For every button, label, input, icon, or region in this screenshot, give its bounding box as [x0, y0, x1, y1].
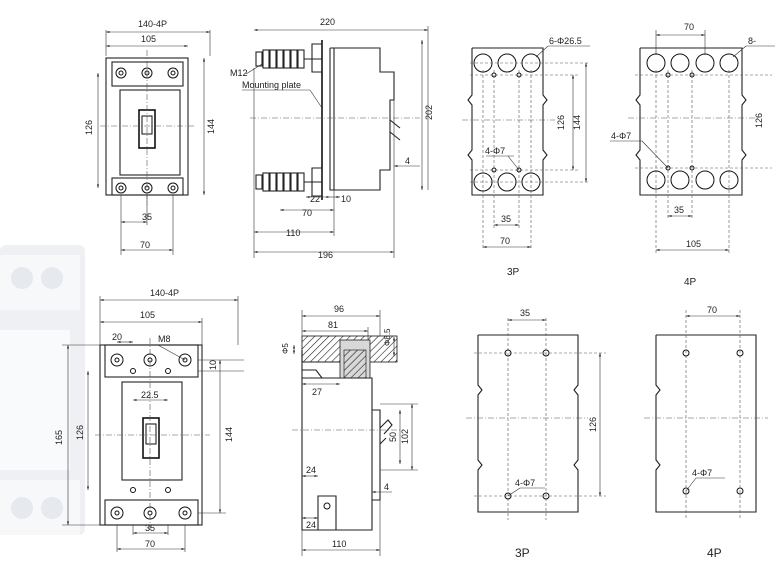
bottom-side-dim-81: 81: [328, 320, 338, 330]
top-front-width-poles: 105: [141, 34, 156, 44]
bottom-front-height-165: 165: [54, 430, 64, 445]
bottom-4p-width-70: 70: [707, 305, 717, 315]
top-4p-width-105: 105: [686, 239, 701, 249]
top-side-total-length: 220: [320, 17, 335, 27]
bottom-front-height-126: 126: [75, 425, 85, 440]
top-drill-4p: [610, 30, 775, 255]
top-side-dim-196: 196: [318, 250, 333, 260]
top-side-dim-110: 110: [286, 228, 300, 238]
bottom-front-height-144: 144: [224, 427, 234, 442]
top-4p-spacing-35: 35: [674, 205, 684, 215]
bottom-side-dim-110: 110: [332, 539, 346, 549]
bottom-front-width-70: 70: [145, 539, 155, 549]
top-4p-holes-top: 8-: [748, 36, 756, 46]
bottom-front-width-poles: 105: [140, 310, 155, 320]
bottom-front-width-total: 140-4P: [150, 288, 179, 298]
bottom-3p-caption: 3P: [515, 546, 530, 560]
top-3p-width-70: 70: [500, 236, 510, 246]
top-3p-holes-top: 6-Φ26.5: [549, 36, 582, 46]
top-4p-holes-mid: 4-Φ7: [611, 131, 631, 141]
bottom-front-thread: M8: [158, 334, 171, 344]
bottom-4p-caption: 4P: [707, 546, 722, 560]
top-side-dim-10: 10: [341, 194, 351, 204]
bottom-front-view: [62, 296, 244, 552]
bottom-side-dim-4: 4: [384, 482, 389, 492]
bottom-side-dia-8-5: Φ8.5: [383, 328, 392, 346]
bottom-side-dim-27: 27: [312, 387, 322, 397]
top-3p-height-144: 144: [572, 115, 582, 130]
top-3p-spacing-35: 35: [501, 214, 511, 224]
bottom-3p-spacing-35: 35: [520, 308, 530, 318]
bottom-side-dim-102: 102: [400, 429, 410, 444]
bottom-front-dim-20: 20: [112, 332, 122, 342]
top-3p-holes-mid: 4-Φ7: [485, 146, 505, 156]
bottom-3p-holes: 4-Φ7: [515, 478, 535, 488]
bottom-side-dim-24a: 24: [306, 465, 316, 475]
top-side-rail-offset: 4: [405, 156, 410, 166]
bottom-side-dim-24b: 24: [306, 520, 316, 530]
top-4p-height-126: 126: [754, 113, 764, 128]
top-front-height-mount: 126: [84, 120, 94, 135]
top-front-height-total: 144: [206, 119, 216, 134]
top-side-bolt-label: M12: [230, 68, 248, 78]
bottom-front-spacing-35: 35: [145, 523, 155, 533]
bottom-side-view: [292, 310, 418, 556]
bottom-drill-3p: [466, 318, 606, 520]
bottom-front-dim-22-5: 22.5: [141, 390, 159, 400]
bottom-side-dia-5: Φ5: [281, 343, 290, 354]
bottom-side-dim-96: 96: [334, 304, 344, 314]
top-side-view: [242, 26, 429, 258]
bottom-front-dim-10: 10: [208, 360, 218, 370]
top-front-view: [96, 30, 211, 255]
top-side-plate-label: Mounting plate: [242, 80, 301, 90]
background-product-photo: [0, 245, 85, 535]
top-front-width-total: 140-4P: [138, 19, 167, 29]
top-side-height: 202: [424, 105, 434, 120]
top-front-pole-spacing: 35: [142, 212, 152, 222]
top-front-bottom-width: 70: [140, 240, 150, 250]
bottom-4p-holes: 4-Φ7: [692, 468, 712, 478]
bottom-3p-height-126: 126: [588, 417, 598, 432]
top-4p-width-70: 70: [684, 22, 694, 32]
top-side-dim-70: 70: [302, 208, 312, 218]
bottom-drill-4p: [644, 310, 768, 520]
top-3p-height-126: 126: [556, 115, 566, 130]
bottom-side-dim-50: 50: [388, 432, 398, 442]
top-side-dim-22: 22: [310, 194, 320, 204]
top-4p-caption: 4P: [684, 277, 697, 288]
top-drill-3p: [462, 45, 590, 250]
top-3p-caption: 3P: [507, 267, 520, 278]
